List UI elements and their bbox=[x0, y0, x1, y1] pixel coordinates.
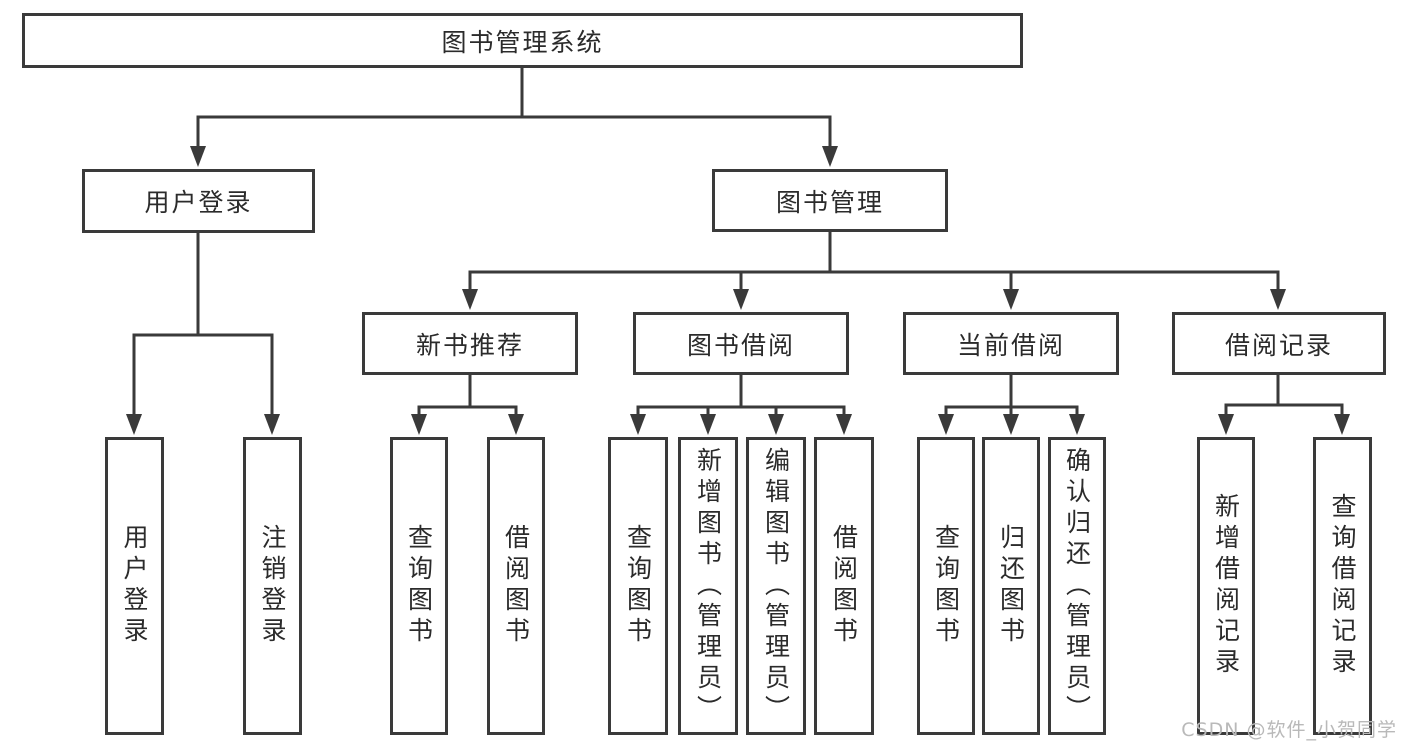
leaf-return-books: 归还图书 bbox=[982, 437, 1040, 735]
leaf-query-books-current: 查询图书 bbox=[917, 437, 975, 735]
node-new-book-recommend: 新书推荐 bbox=[362, 312, 578, 375]
leaf-borrow-books: 借阅图书 bbox=[814, 437, 874, 735]
leaf-confirm-return-admin: 确认归还（管理员） bbox=[1048, 437, 1106, 735]
node-root-system: 图书管理系统 bbox=[22, 13, 1023, 68]
leaf-logout: 注销登录 bbox=[243, 437, 302, 735]
leaf-label: 归还图书 bbox=[996, 524, 1026, 648]
leaf-label: 借阅图书 bbox=[501, 524, 531, 648]
leaf-user-login: 用户登录 bbox=[105, 437, 164, 735]
csdn-watermark: CSDN @软件_小贺同学 bbox=[1181, 719, 1397, 741]
node-borrow-records: 借阅记录 bbox=[1172, 312, 1386, 375]
leaf-label: 编辑图书（管理员） bbox=[761, 446, 791, 726]
node-book-management: 图书管理 bbox=[712, 169, 948, 232]
leaf-label: 查询图书 bbox=[404, 524, 434, 648]
leaf-label: 新增借阅记录 bbox=[1211, 493, 1241, 679]
leaf-label: 查询借阅记录 bbox=[1328, 493, 1357, 679]
leaf-add-books-admin: 新增图书（管理员） bbox=[678, 437, 738, 735]
leaf-add-borrow-record: 新增借阅记录 bbox=[1197, 437, 1255, 735]
node-user-login: 用户登录 bbox=[82, 169, 315, 233]
leaf-label: 用户登录 bbox=[120, 524, 149, 648]
leaf-label: 借阅图书 bbox=[829, 524, 859, 648]
leaf-borrow-books-recommend: 借阅图书 bbox=[487, 437, 545, 735]
node-book-borrow: 图书借阅 bbox=[633, 312, 849, 375]
leaf-edit-books-admin: 编辑图书（管理员） bbox=[746, 437, 806, 735]
leaf-label: 确认归还（管理员） bbox=[1062, 446, 1092, 726]
leaf-label: 查询图书 bbox=[931, 524, 961, 648]
leaf-query-books-recommend: 查询图书 bbox=[390, 437, 448, 735]
leaf-query-books-borrow: 查询图书 bbox=[608, 437, 668, 735]
leaf-query-borrow-record: 查询借阅记录 bbox=[1313, 437, 1372, 735]
leaf-label: 新增图书（管理员） bbox=[693, 446, 723, 726]
leaf-label: 注销登录 bbox=[258, 524, 287, 648]
leaf-label: 查询图书 bbox=[623, 524, 653, 648]
node-current-borrow: 当前借阅 bbox=[903, 312, 1119, 375]
